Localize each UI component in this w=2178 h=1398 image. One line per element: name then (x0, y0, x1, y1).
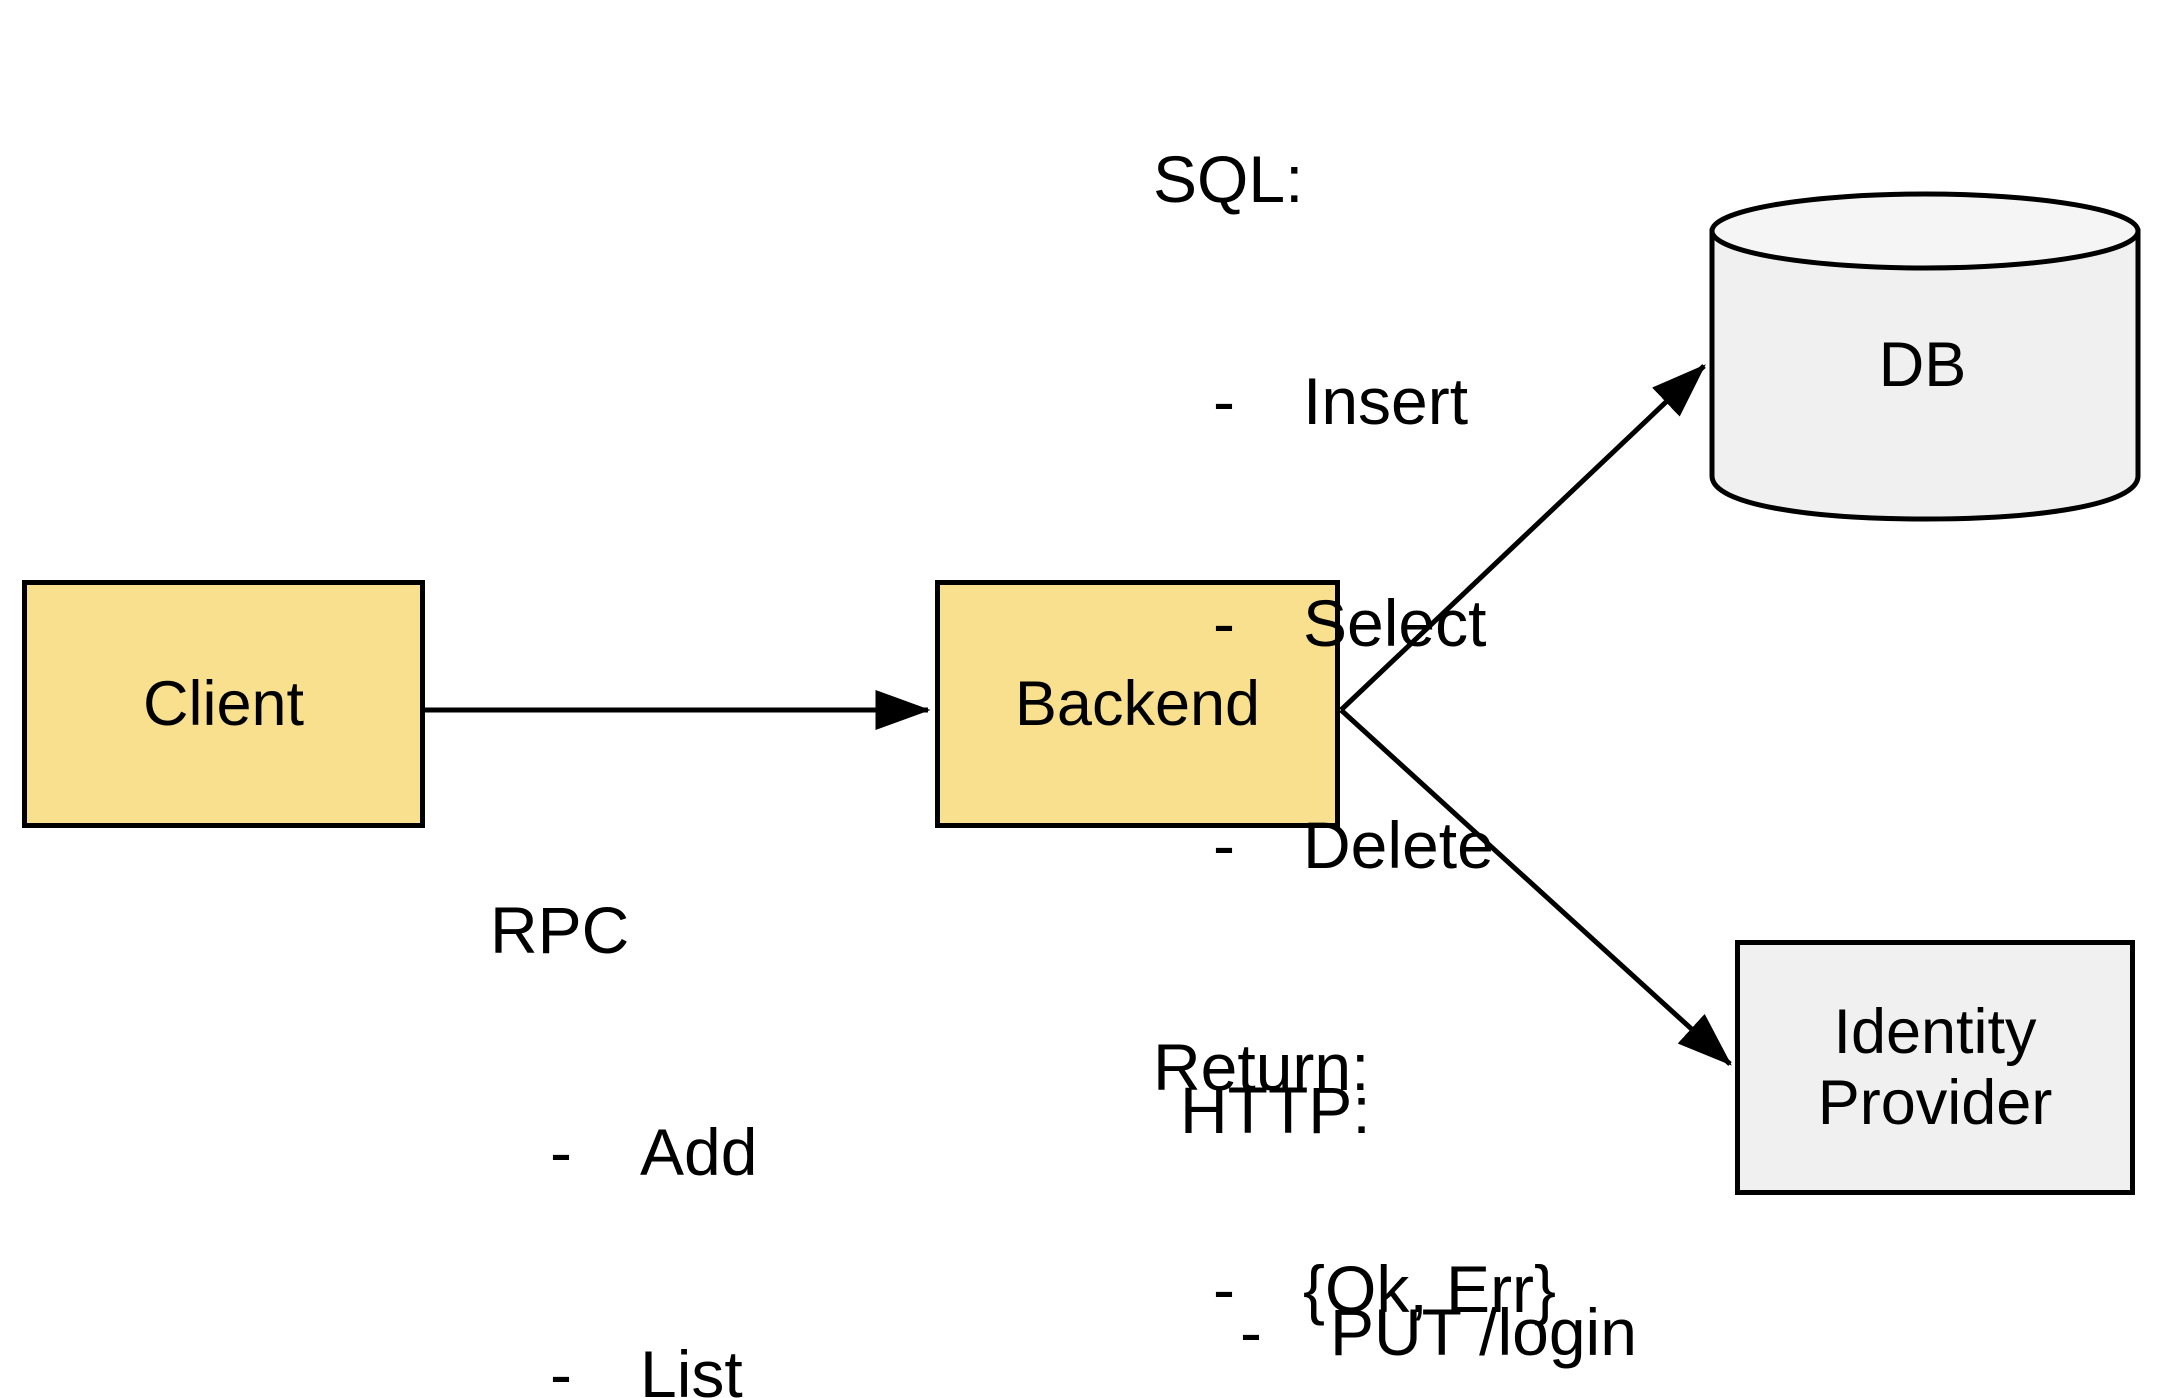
annotation-sql: SQL: -Insert -Select -Delete Return: -{O… (1153, 0, 1556, 1398)
annotation-sql-returns-heading: Return: (1153, 1030, 1370, 1104)
annotation-sql-return-text: {Ok, Err} (1303, 1252, 1557, 1326)
annotation-sql-item: -Insert (1153, 364, 1556, 438)
annotation-sql-item: -Delete (1153, 808, 1556, 882)
bullet-dash: - (1213, 1252, 1235, 1326)
annotation-rpc-heading: RPC (490, 893, 630, 967)
annotation-sql-item: -Select (1153, 586, 1556, 660)
bullet-dash: - (1240, 1295, 1262, 1369)
node-db[interactable] (1700, 185, 2150, 525)
node-client-label: Client (142, 668, 305, 739)
node-backend-label: Backend (1014, 668, 1261, 739)
annotation-http-item: -PUT /login (1180, 1295, 1851, 1369)
annotation-http-heading: HTTP: (1180, 1073, 1371, 1147)
node-identity-provider[interactable]: Identity Provider (1735, 940, 2135, 1195)
annotation-http-item-text: PUT /login (1330, 1295, 1637, 1369)
node-identity-provider-label-line2: Provider (1817, 1067, 2053, 1138)
node-identity-provider-label-line1: Identity (1833, 996, 2037, 1067)
annotation-http: HTTP: -PUT /login Return codes: -200 Ok … (1180, 925, 1851, 1398)
annotation-sql-item-text: Select (1303, 586, 1487, 660)
annotation-rpc-item-text: List (640, 1337, 743, 1398)
annotation-rpc: RPC -Add -List -Delete Return codes: -0:… (490, 745, 901, 1398)
node-identity-provider-label: Identity Provider (1818, 997, 2053, 1138)
bullet-dash: - (1213, 586, 1235, 660)
database-cylinder-icon (1709, 191, 2141, 522)
annotation-sql-return: -{Ok, Err} (1153, 1252, 1556, 1326)
bullet-dash: - (550, 1115, 572, 1189)
annotation-rpc-item: - List (490, 1337, 901, 1398)
annotation-rpc-item: -Add (490, 1115, 901, 1189)
node-backend[interactable]: Backend (935, 580, 1340, 828)
bullet-dash: - (1213, 364, 1235, 438)
annotation-sql-heading: SQL: (1153, 142, 1304, 216)
node-client[interactable]: Client (22, 580, 425, 828)
annotation-sql-item-text: Insert (1303, 364, 1469, 438)
bullet-dash: - (550, 1337, 572, 1398)
annotation-sql-item-text: Delete (1303, 808, 1494, 882)
node-db-label: DB (1878, 330, 1967, 400)
annotation-rpc-item-text: Add (640, 1115, 758, 1189)
bullet-dash: - (1213, 808, 1235, 882)
